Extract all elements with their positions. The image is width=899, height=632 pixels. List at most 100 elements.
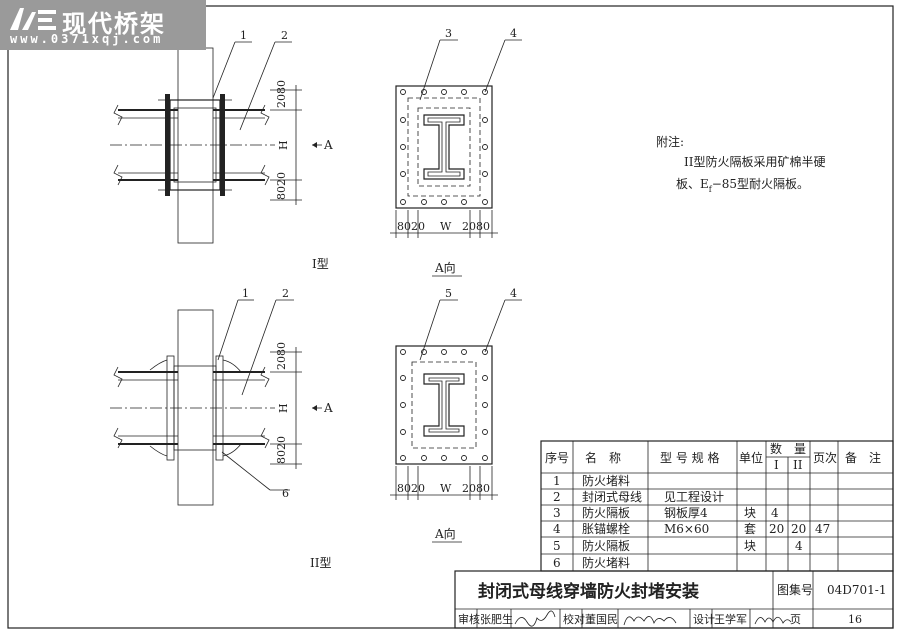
svg-text:防火隔板: 防火隔板 xyxy=(582,538,630,553)
callout-2: 2 xyxy=(282,287,289,300)
busbar-section xyxy=(423,373,465,437)
svg-text:2: 2 xyxy=(553,490,561,504)
note: 附注: II型防火隔板采用矿棉半硬 板、Ef−85型耐火隔板。 xyxy=(656,134,825,194)
review-label: 审核 xyxy=(458,612,480,626)
th-no: 序号 xyxy=(545,450,569,465)
callout-4: 4 xyxy=(510,287,517,300)
logo-title: 现代桥架 xyxy=(62,10,166,38)
callout-4: 4 xyxy=(510,27,517,40)
sheet-border xyxy=(7,5,894,629)
design-signature xyxy=(754,616,792,625)
callout-6: 6 xyxy=(282,487,289,500)
design-name: 王学军 xyxy=(714,612,747,626)
atlas-number: 04D701-1 xyxy=(827,583,886,597)
th-unit: 单位 xyxy=(739,450,763,465)
type1-label: I型 xyxy=(312,257,329,271)
callout-2: 2 xyxy=(281,29,288,42)
callout-5: 5 xyxy=(445,287,452,300)
section-mark: A xyxy=(323,138,333,152)
wall xyxy=(177,309,214,506)
th-qty2: II xyxy=(793,458,803,472)
materials-table: 序号 名 称 型 号 规 格 单位 数 量 I II 页次 备 注 1 防火堵料… xyxy=(540,440,894,572)
page-label: 页 xyxy=(790,613,801,626)
dim-w: W xyxy=(440,482,452,495)
svg-text:防火堵料: 防火堵料 xyxy=(582,555,630,570)
plate-outline xyxy=(395,345,493,465)
dim-bottom: 8020 xyxy=(275,172,288,200)
type1-front-view: 3 4 8020 W 2080 A向 xyxy=(390,27,522,277)
table-row: 3 防火隔板 钢板厚4 块 4 xyxy=(553,505,779,520)
dim-h: H xyxy=(277,403,290,413)
table-row: 1 防火堵料 xyxy=(553,473,630,488)
svg-text:套: 套 xyxy=(744,522,756,536)
view-label: A向 xyxy=(434,260,456,275)
th-remark: 备 注 xyxy=(845,450,881,465)
review-signature xyxy=(514,610,556,627)
note-line2: 板、Ef−85型耐火隔板。 xyxy=(676,177,809,194)
note-line1: II型防火隔板采用矿棉半硬 xyxy=(684,154,825,169)
title-block: 封闭式母线穿墙防火封堵安装 图集号 04D701-1 审核 张肥生 校对 董国民… xyxy=(454,570,894,629)
svg-text:M6×60: M6×60 xyxy=(664,522,709,536)
callout-3: 3 xyxy=(445,27,452,40)
type2-front-view: 5 4 8020 W 2080 A向 xyxy=(390,287,522,543)
logo-mark-icon xyxy=(10,8,56,30)
svg-text:20: 20 xyxy=(791,522,806,536)
svg-text:块: 块 xyxy=(744,506,756,520)
svg-text:钢板厚4: 钢板厚4 xyxy=(664,506,708,520)
svg-text:胀锚螺栓: 胀锚螺栓 xyxy=(582,521,630,536)
type2-section-view: 2080 H 8020 A 1 2 6 II型 xyxy=(110,287,333,570)
atlas-label: 图集号 xyxy=(777,582,813,597)
th-qty1: I xyxy=(774,458,779,472)
svg-text:封闭式母线: 封闭式母线 xyxy=(582,490,642,504)
dim-w: W xyxy=(440,220,452,233)
wall xyxy=(177,47,214,244)
busbar-section xyxy=(423,114,465,180)
check-signature xyxy=(623,616,677,626)
svg-text:4: 4 xyxy=(795,539,803,553)
svg-text:5: 5 xyxy=(553,539,561,553)
svg-text:47: 47 xyxy=(815,522,830,536)
svg-text:4: 4 xyxy=(771,506,779,520)
dim-bottom: 8020 xyxy=(275,436,288,464)
page-number: 16 xyxy=(848,613,862,626)
table-row: 4 胀锚螺栓 M6×60 套 20 20 47 xyxy=(553,521,830,536)
callout-1: 1 xyxy=(240,29,247,42)
type1-section-view: 2080 H 8020 A 1 2 I型 xyxy=(110,29,333,271)
table-row: 2 封闭式母线 见工程设计 xyxy=(553,489,724,504)
svg-text:20: 20 xyxy=(769,522,784,536)
dim-right: 2080 xyxy=(462,482,490,495)
table-row: 5 防火隔板 块 4 xyxy=(553,538,803,553)
type2-label: II型 xyxy=(310,556,331,570)
note-title: 附注: xyxy=(656,134,684,149)
section-mark: A xyxy=(323,401,333,415)
view-label: A向 xyxy=(434,526,456,541)
design-label: 设计 xyxy=(693,613,715,626)
dim-left: 8020 xyxy=(397,220,425,233)
th-spec: 型 号 规 格 xyxy=(660,450,719,465)
svg-text:6: 6 xyxy=(553,556,561,570)
check-label: 校对 xyxy=(563,612,585,626)
plate-outline xyxy=(395,85,493,209)
svg-text:见工程设计: 见工程设计 xyxy=(664,489,724,504)
svg-text:1: 1 xyxy=(553,474,561,488)
check-name: 董国民 xyxy=(585,613,618,626)
review-name: 张肥生 xyxy=(480,612,513,626)
callout-1: 1 xyxy=(242,287,249,300)
bolt-holes xyxy=(400,349,488,461)
dim-h: H xyxy=(277,140,290,150)
svg-text:防火堵料: 防火堵料 xyxy=(582,473,630,488)
th-qty: 数 量 xyxy=(770,441,806,456)
svg-text:块: 块 xyxy=(744,539,756,553)
svg-text:防火隔板: 防火隔板 xyxy=(582,505,630,520)
th-name: 名 称 xyxy=(585,450,621,465)
dim-top: 2080 xyxy=(275,80,288,108)
fire-plate-left xyxy=(165,94,170,196)
watermark-logo: 现代桥架 www.0371xqj.com xyxy=(0,0,206,50)
bolt-holes xyxy=(400,89,488,205)
fire-plate-right xyxy=(220,94,225,196)
table-row: 6 防火堵料 xyxy=(553,555,630,570)
dim-top: 2080 xyxy=(275,342,288,370)
svg-text:4: 4 xyxy=(553,522,561,536)
dim-right: 2080 xyxy=(462,220,490,233)
